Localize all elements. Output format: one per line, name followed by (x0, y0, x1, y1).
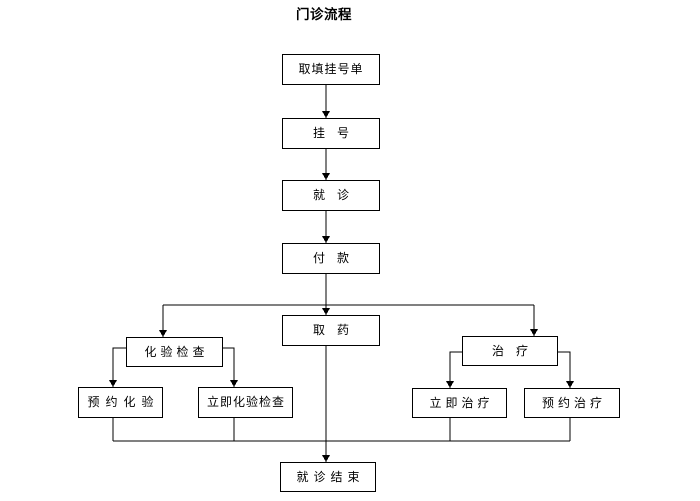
node-treatment-appointment: 预约治疗 (524, 388, 620, 418)
node-end-visit: 就诊结束 (280, 462, 376, 492)
arrowhead (322, 455, 330, 462)
arrowhead (109, 380, 117, 387)
arrowhead (530, 329, 538, 336)
edge-treatment-to-immediate (449, 351, 462, 388)
node-get-form: 取填挂号单 (282, 54, 380, 85)
arrowhead (230, 380, 238, 387)
arrowhead (159, 330, 167, 337)
node-treatment-immediate: 立即治疗 (412, 388, 507, 418)
arrowhead (322, 308, 330, 315)
node-get-medicine: 取 药 (282, 315, 380, 346)
edge-treatment-to-appointment (558, 351, 571, 388)
arrowhead (566, 381, 574, 388)
node-treatment: 治 疗 (462, 336, 558, 366)
page-title: 门诊流程 (296, 7, 352, 22)
node-pay: 付 款 (282, 243, 380, 274)
node-lab-appointment: 预约化验 (78, 387, 163, 418)
node-register: 挂 号 (282, 118, 380, 149)
arrowhead (322, 173, 330, 180)
edge-lab-to-immediate (223, 347, 235, 387)
node-lab-check: 化验检查 (126, 337, 223, 367)
node-lab-immediate: 立即化验检查 (198, 387, 293, 418)
arrowhead (322, 236, 330, 243)
edge-lab-to-appointment (112, 347, 126, 387)
node-see-doctor: 就 诊 (282, 180, 380, 211)
arrowhead (446, 381, 454, 388)
arrowhead (322, 111, 330, 118)
